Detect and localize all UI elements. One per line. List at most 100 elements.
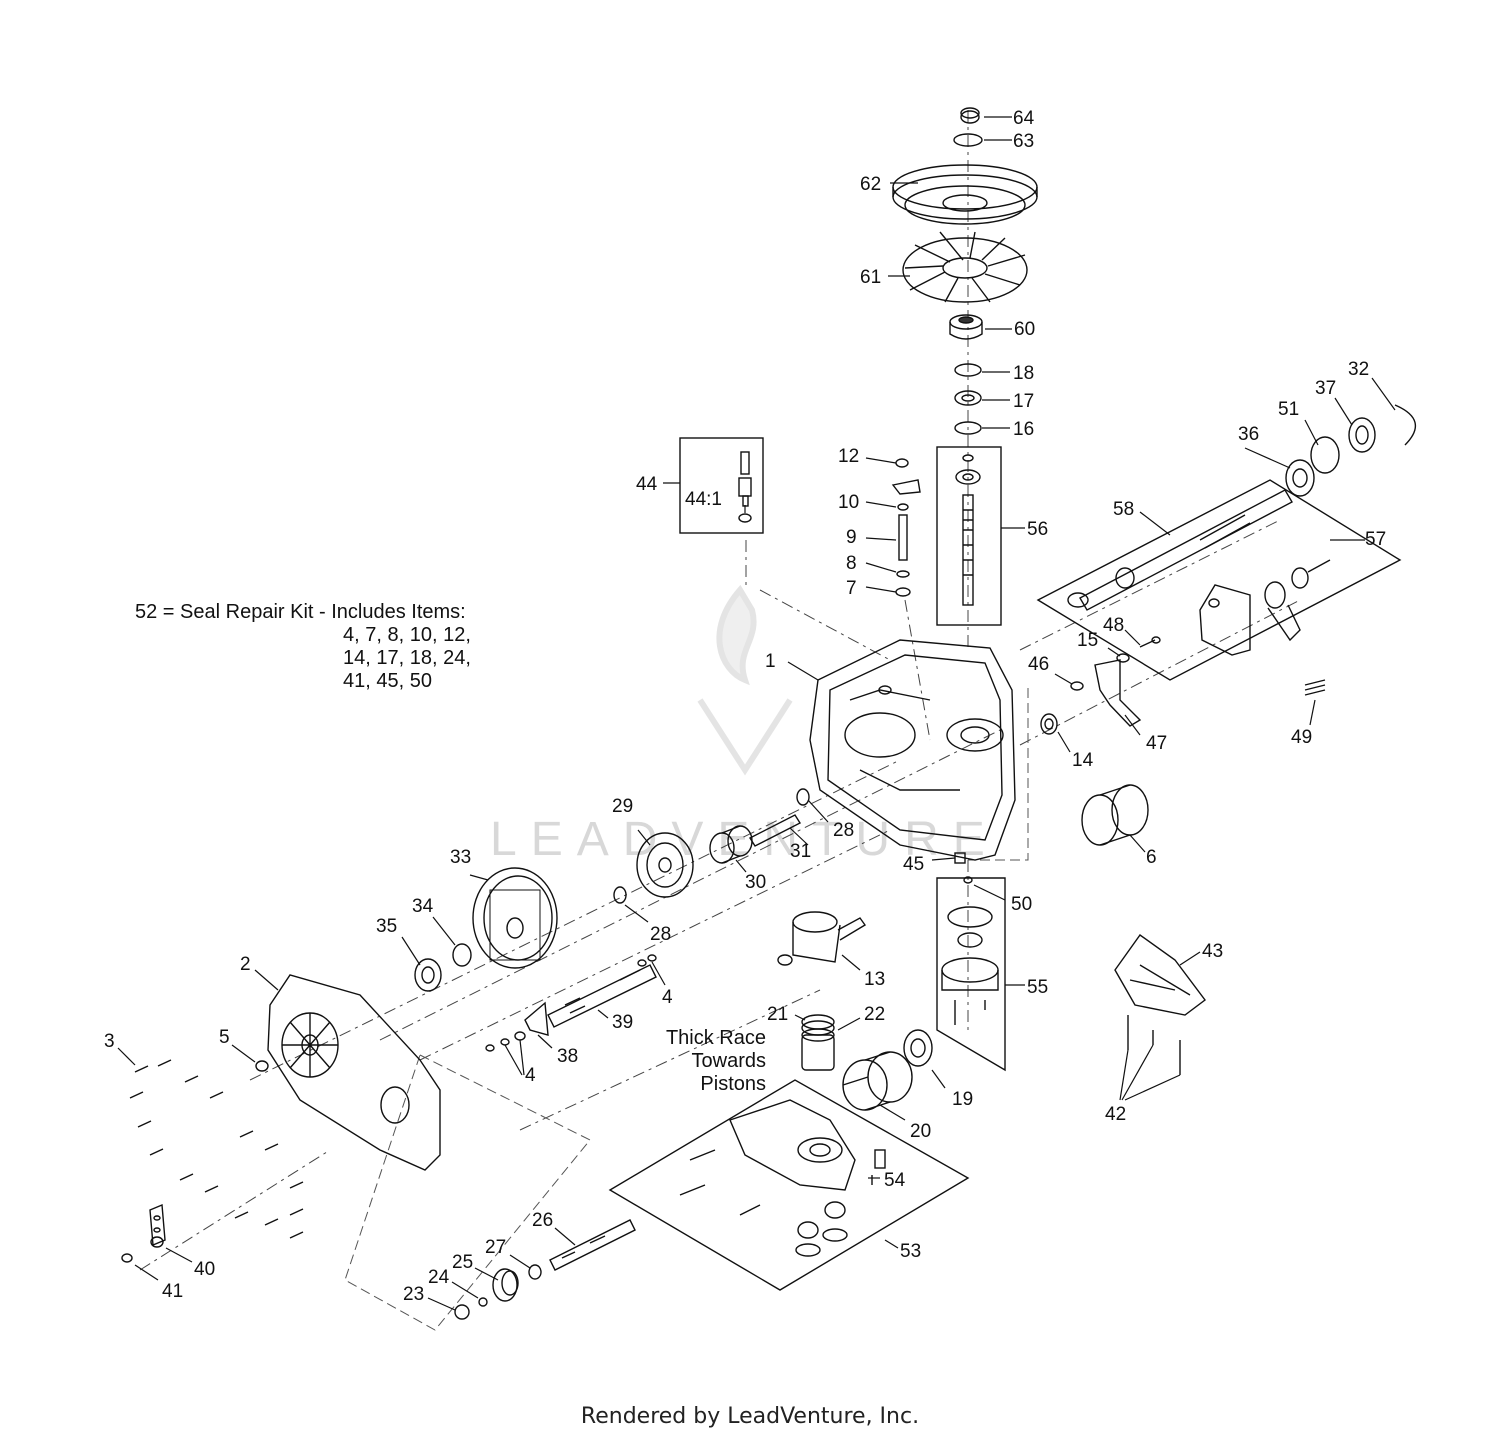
part-6-filter — [1081, 784, 1149, 846]
callout-38: 38 — [557, 1046, 578, 1067]
part-15-washer — [1116, 653, 1130, 663]
callout-31: 31 — [790, 841, 811, 862]
part-53-center-section — [679, 1099, 856, 1257]
part-2-side-cover — [267, 974, 441, 1171]
part-49-spring — [1304, 679, 1326, 696]
callout-63: 63 — [1013, 131, 1034, 152]
part-17-seal — [954, 390, 982, 406]
part-5-plug — [255, 1060, 269, 1072]
part-64-nut — [960, 107, 980, 124]
callout-62: 62 — [860, 174, 881, 195]
part-16-ring — [954, 421, 982, 435]
callout-30: 30 — [745, 872, 766, 893]
part-38-stop-bracket — [524, 1001, 549, 1036]
callout-4-upper: 4 — [662, 987, 673, 1008]
part-62-pulley — [892, 164, 1038, 225]
part-8-ring — [896, 570, 910, 578]
annotation-line-1: Thick Race — [665, 1027, 766, 1049]
callout-32: 32 — [1348, 359, 1369, 380]
seal-kit-note-line-2: 4, 7, 8, 10, 12, — [343, 624, 471, 646]
callout-28-upper: 28 — [833, 820, 854, 841]
seal-kit-note-line-3: 14, 17, 18, 24, — [343, 647, 471, 669]
callout-25: 25 — [452, 1252, 473, 1273]
part-56-input-shaft — [955, 454, 981, 606]
part-63-washer — [953, 133, 983, 147]
callout-47: 47 — [1146, 733, 1167, 754]
part-9-rod — [898, 514, 908, 561]
callout-12: 12 — [838, 446, 859, 467]
part-36-bearing — [1285, 459, 1315, 497]
callout-20: 20 — [910, 1121, 931, 1142]
callout-46: 46 — [1028, 654, 1049, 675]
part-28-washer — [613, 788, 810, 904]
callout-40: 40 — [194, 1259, 215, 1280]
callout-64: 64 — [1013, 108, 1035, 129]
callout-22: 22 — [864, 1004, 885, 1025]
part-29-gear — [636, 832, 694, 898]
callout-29: 29 — [612, 796, 633, 817]
part-30-pinion — [709, 825, 753, 864]
box-56 — [936, 446, 1002, 626]
part-23-washer — [454, 1304, 470, 1320]
callout-18: 18 — [1013, 363, 1034, 384]
callout-1: 1 — [765, 651, 776, 672]
part-41-seal — [121, 1253, 133, 1263]
callout-14: 14 — [1072, 750, 1094, 771]
callout-5: 5 — [219, 1027, 230, 1048]
callout-6: 6 — [1146, 847, 1157, 868]
part-40-control-arm — [149, 1203, 166, 1248]
callout-28-lower: 28 — [650, 924, 671, 945]
callout-51: 51 — [1278, 399, 1299, 420]
callout-54: 54 — [884, 1170, 906, 1191]
callout-41: 41 — [162, 1281, 183, 1302]
callout-13: 13 — [864, 969, 885, 990]
part-54-check-valve — [871, 1149, 886, 1185]
box-53 — [608, 1079, 970, 1291]
seal-kit-note: 52 = Seal Repair Kit - Includes Items: 4… — [135, 601, 471, 693]
center-axis-lines — [139, 110, 1301, 1271]
callout-27: 27 — [485, 1237, 506, 1258]
callout-24: 24 — [428, 1267, 450, 1288]
watermark-logo — [697, 584, 793, 776]
part-12-clip — [895, 458, 909, 468]
part-35-bearing — [414, 958, 442, 992]
group-outline-housing — [344, 688, 1029, 1331]
callout-44: 44 — [636, 474, 658, 495]
callout-33: 33 — [450, 847, 471, 868]
callout-61: 61 — [860, 267, 881, 288]
part-32-retaining-ring — [1394, 404, 1417, 446]
part-27-washer — [528, 1264, 542, 1280]
part-48-bolt — [1139, 636, 1161, 648]
callout-56: 56 — [1027, 519, 1048, 540]
callout-36: 36 — [1238, 424, 1259, 445]
part-1-main-housing — [809, 639, 1016, 861]
leader-lines — [117, 116, 1396, 1311]
callout-34: 34 — [412, 896, 434, 917]
part-10-bracket — [891, 479, 921, 511]
part-47-brake-arm — [1094, 659, 1142, 727]
callout-23: 23 — [403, 1284, 424, 1305]
part-25-gear — [492, 1268, 519, 1302]
callout-3: 3 — [104, 1031, 115, 1052]
box-44 — [679, 437, 764, 534]
annotation-line-2: Towards — [691, 1050, 766, 1072]
box-57 — [1036, 479, 1402, 681]
callout-16: 16 — [1013, 419, 1034, 440]
part-55-charge-pump — [941, 906, 999, 1025]
callout-50: 50 — [1011, 894, 1032, 915]
part-33-bull-gear — [472, 867, 558, 969]
callout-42: 42 — [1105, 1104, 1126, 1125]
seal-kit-note-line-1: 52 = Seal Repair Kit - Includes Items: — [135, 601, 466, 623]
callout-49: 49 — [1291, 727, 1312, 748]
part-26-motor-shaft — [549, 1219, 636, 1271]
callout-60: 60 — [1014, 319, 1035, 340]
part-39-countershaft — [547, 964, 657, 1028]
part-22-pistons — [801, 1028, 835, 1071]
callout-48: 48 — [1103, 615, 1124, 636]
part-46-washer — [1070, 681, 1084, 691]
part-18-retaining-ring — [954, 363, 982, 377]
box-55 — [936, 877, 1006, 1072]
callout-7: 7 — [846, 578, 857, 599]
callout-19: 19 — [952, 1089, 973, 1110]
part-58-axle-shaft — [1067, 489, 1293, 611]
